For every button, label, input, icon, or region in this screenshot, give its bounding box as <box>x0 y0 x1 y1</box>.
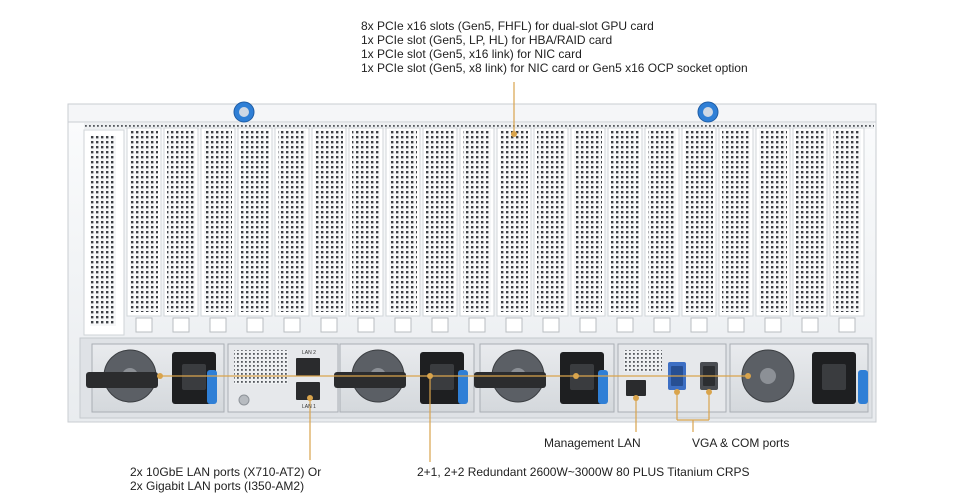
pcie-slot-cover <box>426 130 454 312</box>
lan-panel-vent <box>234 350 288 384</box>
callout-lines <box>157 82 751 462</box>
psu-4 <box>729 343 869 413</box>
slot-bracket-notch <box>209 317 227 333</box>
pcie-slot-cover <box>278 130 306 312</box>
slot-bracket-notch <box>431 317 449 333</box>
slot-bracket-notch <box>764 317 782 333</box>
slot-bracket-notch <box>727 317 745 333</box>
pcie-slot-cover <box>611 130 639 312</box>
io-panel <box>617 343 727 413</box>
slot-bracket-notch <box>320 317 338 333</box>
psu-1 <box>86 343 225 413</box>
psu-2-latch <box>458 370 468 404</box>
pcie-slot-cover <box>722 130 750 312</box>
psu-2-handle <box>334 372 406 388</box>
slot-bracket-notch <box>579 317 597 333</box>
pcie-slot-cover <box>241 130 269 312</box>
callout-vga-com: VGA & COM ports <box>692 436 790 450</box>
psu-4-latch <box>858 370 868 404</box>
pcie-slot-cover <box>315 130 343 312</box>
chassis-top-rail <box>67 103 877 123</box>
psu-1-handle <box>86 372 158 388</box>
psu-3-latch <box>598 370 608 404</box>
left-vent-grille <box>90 136 116 326</box>
callout-psu: 2+1, 2+2 Redundant 2600W~3000W 80 PLUS T… <box>417 465 750 479</box>
pcie-slot-cover <box>352 130 380 312</box>
psu-3 <box>474 343 615 413</box>
management-lan-port <box>626 380 646 396</box>
lan-port-2 <box>296 358 320 376</box>
callout-pcie-line-3: 1x PCIe slot (Gen5, x16 link) for NIC ca… <box>361 47 582 61</box>
pcie-slot-cover <box>685 130 713 312</box>
slot-bracket-notches <box>135 317 856 333</box>
callout-lan-line-2: 2x Gigabit LAN ports (I350-AM2) <box>130 479 305 493</box>
pcie-slot-cover <box>389 130 417 312</box>
io-panel-vent <box>624 350 662 372</box>
lan-2-port-label: LAN 2 <box>302 350 316 356</box>
slot-bracket-notch <box>801 317 819 333</box>
pcie-slot-cover <box>537 130 565 312</box>
slot-bracket-notch <box>542 317 560 333</box>
slot-bracket-notch <box>283 317 301 333</box>
slot-bracket-notch <box>838 317 856 333</box>
pcie-slot-cover <box>500 130 528 312</box>
slot-bracket-notch <box>394 317 412 333</box>
pcie-slot-cover <box>796 130 824 312</box>
slot-bracket-notch <box>135 317 153 333</box>
slot-bracket-notch <box>468 317 486 333</box>
pcie-slot-cover <box>204 130 232 312</box>
slot-bracket-notch <box>172 317 190 333</box>
pcie-slot-covers <box>126 127 865 317</box>
psu-2 <box>334 343 475 413</box>
psu-3-handle <box>474 372 546 388</box>
lan-1-port-label: LAN 1 <box>302 404 316 410</box>
pcie-slot-cover <box>648 130 676 312</box>
callout-pcie-line-2: 1x PCIe slot (Gen5, LP, HL) for HBA/RAID… <box>361 33 613 47</box>
callout-pcie-line-1: 8x PCIe x16 slots (Gen5, FHFL) for dual-… <box>361 19 654 33</box>
pcie-slot-cover <box>759 130 787 312</box>
slot-bracket-notch <box>690 317 708 333</box>
psu-1-latch <box>207 370 217 404</box>
lan-port-1 <box>296 382 320 400</box>
slot-bracket-notch <box>357 317 375 333</box>
pcie-slot-cover <box>130 130 158 312</box>
pcie-slot-cover <box>574 130 602 312</box>
slot-bracket-notch <box>653 317 671 333</box>
thumb-screw-right <box>697 101 719 123</box>
slot-bracket-notch <box>505 317 523 333</box>
slot-bracket-notch <box>246 317 264 333</box>
pcie-slot-cover <box>463 130 491 312</box>
lan-panel <box>227 343 339 413</box>
callout-lan-line-1: 2x 10GbE LAN ports (X710-AT2) Or <box>130 465 322 479</box>
pcie-slot-cover <box>167 130 195 312</box>
pcie-slot-cover <box>833 130 861 312</box>
callout-management-lan: Management LAN <box>544 436 641 450</box>
slot-bracket-notch <box>616 317 634 333</box>
callout-pcie: 8x PCIe x16 slots (Gen5, FHFL) for dual-… <box>361 19 748 75</box>
thumb-screw-left <box>233 101 255 123</box>
top-rail-vent <box>84 123 874 129</box>
callout-lan: 2x 10GbE LAN ports (X710-AT2) Or 2x Giga… <box>130 465 321 493</box>
callout-pcie-line-4: 1x PCIe slot (Gen5, x8 link) for NIC car… <box>361 61 748 75</box>
